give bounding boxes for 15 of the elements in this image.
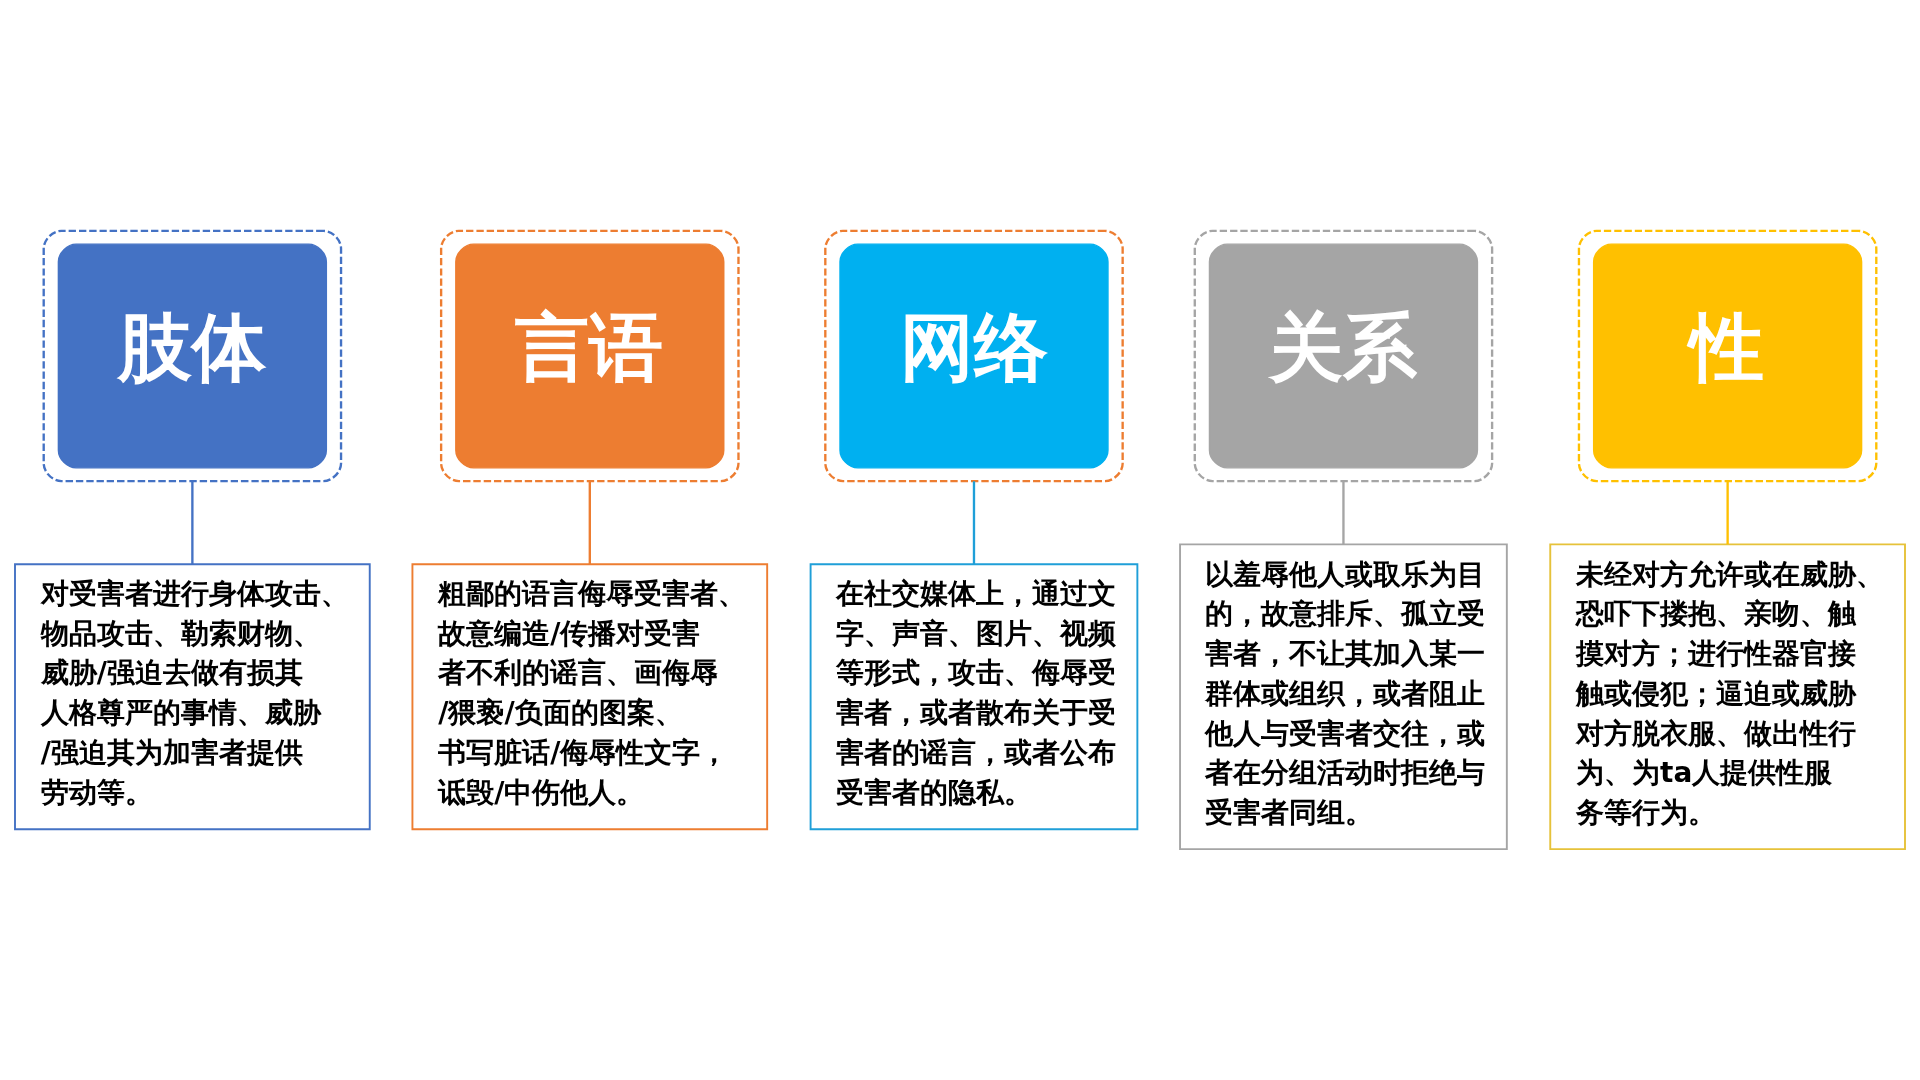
connector (588, 481, 591, 565)
node-box: 以羞辱他人或取乐为目的，故意排斥、孤立受害者，不让其加入某一群体或组织，或者阻止他人与受害者交往，或者在分组活动时拒绝与受害者同组。 (1179, 543, 1508, 851)
node-box: 在社交媒体上，通过文字、声音、图片、视频等形式，攻击、侮辱受害者，或者散布关于受害者的谣言，或者公布受害者的隐私。 (809, 563, 1139, 831)
connector (1726, 481, 1729, 545)
node-box: 关系 (1193, 229, 1494, 483)
node-box: 粗鄙的语言侮辱受害者、故意编造/传播对受害者不利的谣言、画侮辱/猥亵/负面的图案、书写脏话/侮辱性文字，诋毁/中伤他人。 (411, 563, 769, 831)
node-box: 对受害者进行身体攻击、物品攻击、勒索财物、威胁/强迫去做有损其人格尊严的事情、威胁/强迫其为加害者提供劳动等。 (14, 563, 371, 831)
connector (972, 481, 976, 565)
node-box: 未经对方允许或在威胁、恐吓下搂抱、亲吻、触摸对方；进行性器官接触或侵犯；逼迫或威胁对方脱衣服、做出性行为、为ta人提供性服务等行为。 (1549, 543, 1906, 851)
node-box: 肢体 (42, 229, 343, 483)
connector (191, 481, 194, 565)
node-box: 网络 (824, 229, 1124, 483)
node-box: 性 (1577, 229, 1878, 483)
node-box: 言语 (439, 229, 740, 483)
connector (1342, 481, 1345, 545)
